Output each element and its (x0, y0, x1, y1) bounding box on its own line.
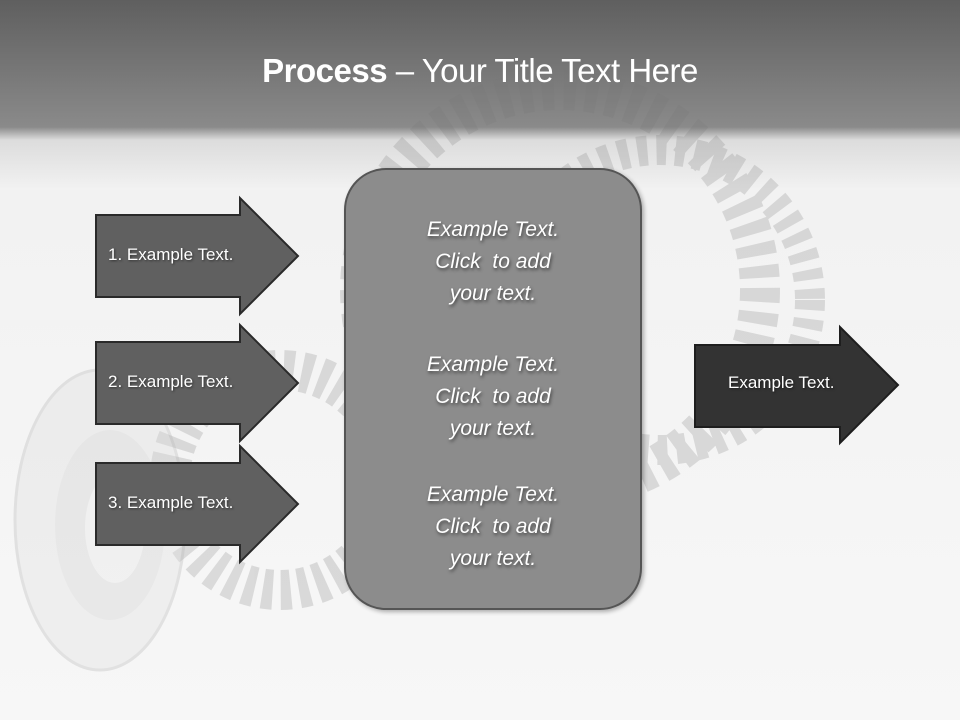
title-rest: – Your Title Text Here (387, 52, 699, 89)
step-label: 2. Example Text. (108, 372, 234, 391)
step-label: 3. Example Text. (108, 493, 234, 512)
step-label: 1. Example Text. (108, 245, 234, 264)
arrow-right-shape (694, 324, 900, 446)
output-label: Example Text. (728, 373, 835, 392)
slide-title[interactable]: Process – Your Title Text Here (0, 52, 960, 90)
arrow-right-shape (95, 322, 300, 444)
arrow-right-shape (95, 443, 300, 565)
title-bar: Process – Your Title Text Here (0, 0, 960, 130)
title-bold: Process (262, 52, 388, 89)
arrow-right-shape (95, 195, 300, 317)
